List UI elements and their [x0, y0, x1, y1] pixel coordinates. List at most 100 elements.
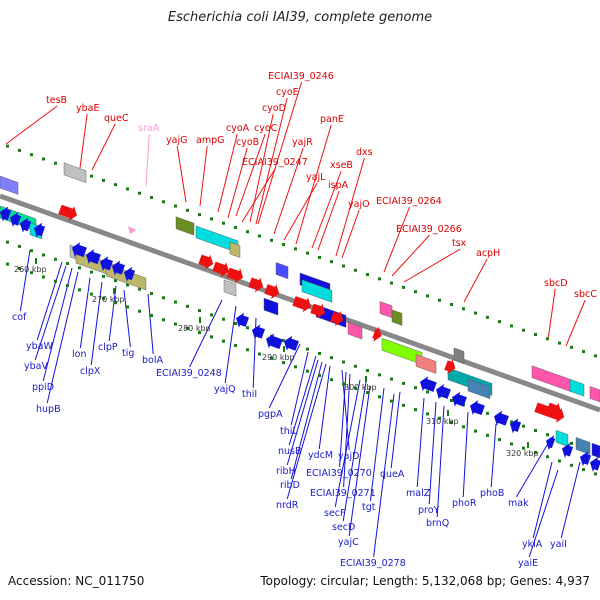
gene-label-reverse: proY — [418, 505, 440, 516]
gene-label-reverse: thiL — [280, 426, 298, 437]
gene-label-forward: panE — [320, 114, 344, 125]
gene-label-reverse: yaiE — [518, 558, 538, 569]
feature-block — [575, 437, 591, 455]
feature-block — [275, 262, 289, 279]
rna-arrow — [128, 226, 136, 234]
gene-arrow-reverse — [112, 260, 125, 276]
gene-label-reverse: tig — [122, 348, 134, 359]
gene-label-forward: tesB — [46, 95, 67, 106]
gene-label-reverse: yajD — [338, 451, 359, 462]
gene-label-reverse: ppiD — [32, 382, 54, 393]
feature-block — [453, 347, 465, 364]
gene-label-reverse: ykiA — [522, 539, 543, 550]
gene-arrow-reverse — [72, 242, 87, 258]
feature-block — [63, 162, 87, 183]
gene-arrow-reverse — [546, 435, 556, 451]
gene-arrow-reverse — [452, 391, 467, 407]
feature-block — [569, 379, 585, 397]
gene-label-forward: ispA — [328, 180, 349, 191]
figure-title: Escherichia coli IAI39, complete genome — [167, 10, 433, 25]
gene-label-reverse: ECIAI39_0278 — [340, 558, 406, 569]
tick-label: 320 kbp — [506, 449, 539, 458]
tick-label: 260 kbp — [14, 265, 47, 274]
gene-label-reverse: ybaW — [26, 341, 53, 352]
gene-arrow-reverse — [510, 418, 522, 434]
gene-label-forward: yajR — [292, 137, 313, 148]
gene-label-reverse: phoB — [480, 488, 504, 499]
gene-label-forward: sbcD — [544, 278, 568, 289]
gene-label-reverse: yaiI — [550, 539, 567, 550]
gene-label-forward: sraA — [138, 123, 160, 134]
feature-block — [589, 386, 600, 403]
tick-label: 290 kbp — [262, 353, 295, 362]
genome-summary-text: Topology: circular; Length: 5,132,068 bp… — [260, 574, 590, 588]
gene-label-forward: xseB — [330, 160, 353, 171]
gene-label-reverse: cof — [12, 312, 27, 323]
gene-label-forward: ECIAI39_0266 — [396, 224, 462, 235]
gene-label-reverse: clpP — [98, 342, 118, 353]
gene-label-forward: cyoB — [236, 137, 259, 148]
feature-block — [391, 309, 403, 326]
gene-label-reverse: malZ — [406, 488, 431, 499]
gene-label-forward: ECIAI39_0264 — [376, 196, 442, 207]
gene-label-forward: acpH — [476, 248, 500, 259]
gene-arrow-reverse — [436, 383, 451, 400]
feature-block — [263, 297, 279, 316]
accession-text: Accession: NC_011750 — [8, 574, 145, 588]
feature-block — [301, 279, 333, 303]
gene-label-reverse: ECIAI39_0270 — [306, 468, 372, 479]
gene-label-reverse: lon — [72, 349, 86, 360]
gene-arrow-forward — [310, 303, 326, 319]
gene-arrow-reverse — [590, 456, 600, 472]
gene-label-reverse: brnQ — [426, 518, 449, 529]
gene-arrow-reverse — [20, 217, 32, 233]
feature-block — [415, 354, 437, 374]
gene-label-reverse: queA — [380, 469, 405, 480]
gene-arrow-reverse — [266, 333, 283, 349]
gene-arrow-reverse — [86, 249, 101, 265]
gene-label-reverse: ydcM — [308, 450, 333, 461]
gene-arrow-reverse — [580, 451, 592, 467]
gene-arrow-forward — [546, 402, 562, 418]
gene-arrow-forward — [58, 204, 77, 221]
gene-label-reverse: bolA — [142, 355, 163, 366]
tick-label: 280 kbp — [178, 324, 211, 333]
gene-label-reverse: pgpA — [258, 409, 283, 420]
gene-label-forward: cyoC — [254, 123, 278, 134]
feature-block — [555, 430, 569, 447]
gene-label-forward: yajL — [306, 172, 326, 183]
gene-label-forward: tsx — [452, 238, 467, 249]
gene-arrow-reverse — [124, 266, 136, 282]
feature-block — [229, 241, 241, 258]
gene-label-forward: ECIAI39_0247 — [242, 157, 308, 168]
gene-arrow-reverse — [100, 256, 113, 272]
gene-label-reverse: ybaV — [24, 361, 48, 372]
feature-block — [223, 279, 237, 297]
gene-arrow-reverse — [494, 410, 509, 426]
gene-label-forward: sbcC — [574, 289, 597, 300]
tick-label: 270 kbp — [92, 295, 125, 304]
gene-arrow-reverse — [470, 400, 485, 416]
gene-arrow-reverse — [420, 376, 437, 392]
gene-label-forward: cyoD — [262, 103, 286, 114]
gene-label-forward: ECIAI39_0246 — [268, 71, 334, 82]
gene-label-forward: queC — [104, 113, 129, 124]
gene-label-reverse: tgt — [362, 502, 376, 513]
gene-arrow-reverse — [236, 312, 249, 328]
gene-label-reverse: secD — [332, 522, 355, 533]
gene-label-reverse: ECIAI39_0271 — [310, 488, 376, 499]
tick-label: 300 kbp — [344, 383, 377, 392]
gene-arrow-forward — [292, 296, 311, 313]
gene-label-reverse: mak — [508, 498, 529, 509]
gene-label-reverse: yajQ — [214, 384, 236, 395]
gene-arrow-reverse — [562, 442, 574, 458]
gene-label-reverse: nusB — [278, 446, 302, 457]
gene-arrow-forward — [212, 261, 230, 278]
gene-label-reverse: clpX — [80, 366, 101, 377]
gene-arrow-reverse — [34, 222, 46, 238]
gene-arrow-forward — [226, 267, 244, 284]
gene-label-reverse: ECIAI39_0248 — [156, 368, 222, 379]
feature-block — [591, 442, 600, 459]
gene-arrow-reverse — [10, 212, 22, 228]
